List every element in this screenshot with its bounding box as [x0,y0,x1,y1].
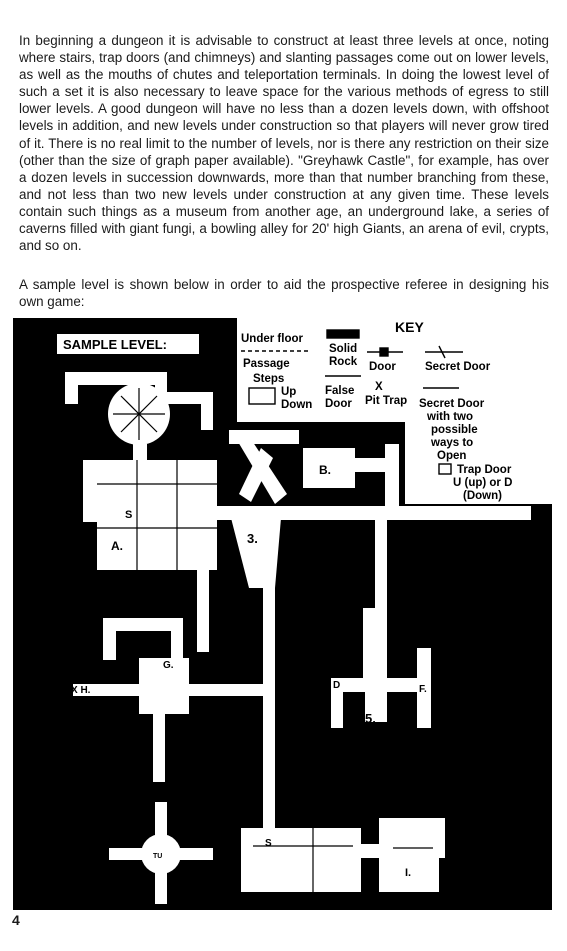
key-door: Door [369,361,396,373]
key-up: Up [281,386,296,398]
grid-lines [97,388,433,892]
label-d: D [333,680,340,691]
map-title: SAMPLE LEVEL: [63,337,167,352]
room-8 [241,828,361,892]
label-4: 4. [389,524,400,539]
label-g: G. [163,660,174,671]
sample-level-paragraph: A sample level is shown below in order t… [19,277,549,310]
key-trap-door-2: U (up) or D [453,477,512,489]
label-i: I. [405,867,411,879]
label-tu: TU [153,853,162,860]
key-under-floor: Under floor [241,333,303,345]
label-3: 3. [247,531,258,546]
label-6: 6. [179,728,190,743]
key-secret-door-ways-2: with two [426,411,473,423]
key-pit-trap: Pit Trap [365,395,407,407]
map-drawing: SAMPLE LEVEL: 1. 2. 3. 4. 5. 6. 7. 8. A.… [57,318,552,907]
page-number: 4 [12,912,20,928]
label-s8: S [265,838,272,849]
key-trap-door-1: Trap Door [457,464,512,476]
label-7: 7. [123,864,134,879]
key-secret-door-ways-4: ways to [430,437,473,449]
key-secret-door-ways-3: possible [431,424,478,436]
key-panel: KEY Under floor Passage Solid Rock Door … [237,318,552,504]
sample-level-map: SAMPLE LEVEL: 1. 2. 3. 4. 5. 6. 7. 8. A.… [13,318,552,910]
key-steps: Steps [253,373,284,385]
key-trap-door-3: (Down) [463,490,502,502]
label-room-b: B. [319,463,331,477]
label-xh: X H. [71,685,91,696]
label-s: S [125,509,132,521]
key-heading: KEY [395,319,424,335]
room-b [303,448,355,488]
label-5: 5. [365,711,376,726]
label-8: 8. [317,892,328,907]
key-false-door: Door [325,398,352,410]
key-secret-door-ways-5: Open [437,450,466,462]
key-passage: Passage [243,358,290,370]
key-pit-trap-symbol: X [375,381,383,393]
key-solid: Solid [329,343,357,355]
label-room-a: A. [111,539,123,553]
key-down: Down [281,399,312,411]
label-2: 2. [145,586,156,601]
label-ct: C. [431,510,441,521]
key-secret-door-ways-1: Secret Door [419,398,485,410]
key-rock: Rock [329,356,358,368]
key-false: False [325,385,354,397]
key-secret-door: Secret Door [425,361,491,373]
intro-paragraph: In beginning a dungeon it is advisable t… [19,33,549,254]
label-f: F. [419,684,427,695]
label-1: 1. [173,362,184,377]
corridors [57,334,531,904]
map-labels: SAMPLE LEVEL: 1. 2. 3. 4. 5. 6. 7. 8. A.… [63,337,441,907]
